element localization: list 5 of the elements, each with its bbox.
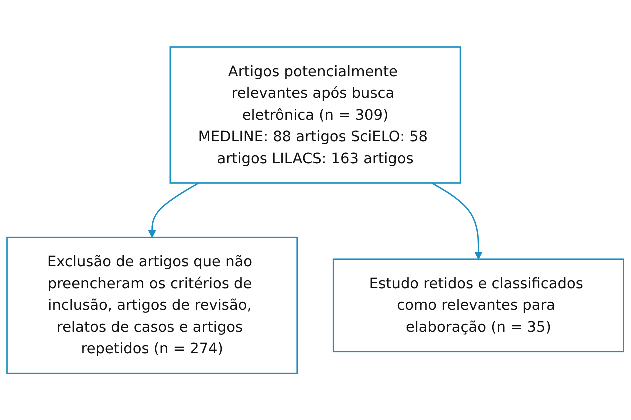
node-box: Estudo retidos e classificados como relevantes para elaboração (n = 35) [332,258,624,352]
arrow [148,182,200,238]
arrow [432,182,483,260]
node-box: Artigos potencialmente relevantes após busca eletrônica (n = 309) MEDLINE: 88 artigos SciELO: 58 artigos LILACS: 163 artigos [170,46,462,184]
node-box: Exclusão de artigos que não preencheram os critérios de inclusão, artigos de revisão, relatos de casos e artigos repetidos (n = 274) [6,236,298,374]
